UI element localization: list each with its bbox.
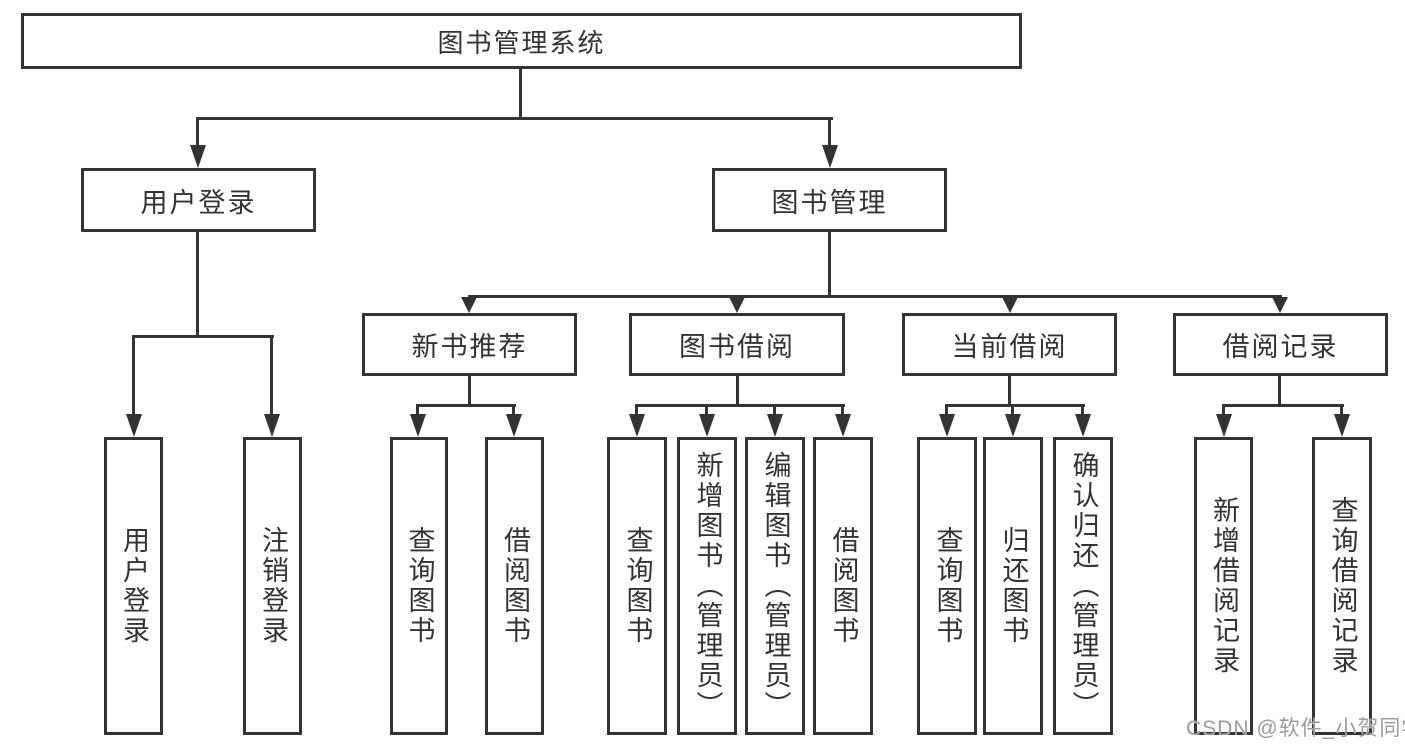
connector-line bbox=[196, 117, 833, 120]
node-borrowing-records-label: 借阅记录 bbox=[1222, 332, 1339, 362]
node-user-login: 用户登录 bbox=[81, 168, 316, 232]
node-logout-label: 注销登录 bbox=[258, 526, 288, 646]
arrowhead-down-icon bbox=[1075, 414, 1091, 437]
connector-line bbox=[1222, 404, 1225, 417]
node-new-book-recommend-label: 新书推荐 bbox=[411, 332, 528, 362]
arrowhead-down-icon bbox=[729, 297, 745, 313]
arrowhead-down-icon bbox=[1002, 297, 1018, 313]
node-add-borrow-record: 新增借阅记录 bbox=[1194, 437, 1253, 735]
connector-line bbox=[132, 335, 135, 416]
connector-line bbox=[945, 404, 1085, 407]
connector-line bbox=[828, 117, 831, 148]
arrowhead-down-icon bbox=[461, 297, 477, 313]
connector-line bbox=[1222, 404, 1344, 407]
connector-line bbox=[416, 404, 419, 417]
connector-line bbox=[841, 404, 844, 417]
node-borrow-books-leaf-label: 借阅图书 bbox=[828, 526, 859, 646]
node-query-books-recommend: 查询图书 bbox=[390, 437, 448, 735]
connector-line bbox=[132, 335, 274, 338]
connector-line bbox=[705, 404, 708, 417]
node-book-management-label: 图书管理 bbox=[771, 187, 888, 218]
connector-line bbox=[828, 232, 831, 298]
connector-line bbox=[519, 68, 522, 119]
node-confirm-return-admin: 确认归还（管理员） bbox=[1053, 437, 1113, 735]
connector-line bbox=[468, 295, 1282, 298]
node-new-book-recommend: 新书推荐 bbox=[362, 313, 577, 376]
node-query-books-current-label: 查询图书 bbox=[932, 526, 963, 646]
node-query-borrow-record-label: 查询借阅记录 bbox=[1327, 496, 1358, 676]
arrowhead-down-icon bbox=[939, 414, 955, 437]
connector-line bbox=[270, 335, 273, 416]
arrowhead-down-icon bbox=[126, 414, 142, 437]
node-borrow-books-leaf: 借阅图书 bbox=[813, 437, 873, 735]
connector-line bbox=[196, 117, 199, 148]
node-book-borrowing: 图书借阅 bbox=[629, 313, 845, 376]
node-book-borrowing-label: 图书借阅 bbox=[679, 332, 795, 362]
arrowhead-down-icon bbox=[1272, 297, 1288, 313]
node-user-login-leaf-label: 用户登录 bbox=[119, 526, 149, 646]
node-add-borrow-record-label: 新增借阅记录 bbox=[1209, 496, 1239, 676]
node-query-books-current: 查询图书 bbox=[917, 437, 977, 735]
node-logout: 注销登录 bbox=[243, 437, 302, 735]
arrowhead-down-icon bbox=[1334, 414, 1350, 437]
arrowhead-down-icon bbox=[699, 414, 715, 437]
node-query-books-recommend-label: 查询图书 bbox=[404, 526, 435, 646]
node-add-books-admin-label: 新增图书（管理员） bbox=[692, 451, 723, 721]
arrowhead-down-icon bbox=[822, 145, 838, 168]
arrowhead-down-icon bbox=[1005, 414, 1021, 437]
connector-line bbox=[196, 232, 199, 338]
node-edit-books-admin-label: 编辑图书（管理员） bbox=[760, 451, 791, 721]
node-return-books-label: 归还图书 bbox=[998, 526, 1029, 646]
node-query-borrow-record: 查询借阅记录 bbox=[1312, 437, 1372, 735]
node-library-system: 图书管理系统 bbox=[21, 13, 1022, 69]
node-return-books: 归还图书 bbox=[983, 437, 1043, 735]
arrowhead-down-icon bbox=[190, 145, 206, 168]
node-library-system-label: 图书管理系统 bbox=[437, 27, 606, 58]
node-book-management: 图书管理 bbox=[712, 168, 947, 232]
connector-line bbox=[416, 404, 516, 407]
node-query-books-borrowing-label: 查询图书 bbox=[622, 526, 653, 646]
connector-line bbox=[635, 404, 638, 417]
arrowhead-down-icon bbox=[1216, 414, 1232, 437]
node-user-login-leaf: 用户登录 bbox=[104, 437, 163, 735]
connector-line bbox=[468, 376, 471, 407]
node-edit-books-admin: 编辑图书（管理员） bbox=[745, 437, 805, 735]
connector-line bbox=[773, 404, 776, 417]
node-add-books-admin: 新增图书（管理员） bbox=[677, 437, 737, 735]
arrowhead-down-icon bbox=[767, 414, 783, 437]
connector-line bbox=[1011, 404, 1014, 417]
connector-line bbox=[945, 404, 948, 417]
connector-line bbox=[1278, 376, 1281, 407]
arrowhead-down-icon bbox=[410, 414, 426, 437]
connector-line bbox=[1340, 404, 1343, 417]
arrowhead-down-icon bbox=[506, 414, 522, 437]
node-user-login-label: 用户登录 bbox=[140, 187, 257, 218]
node-current-borrowing: 当前借阅 bbox=[902, 313, 1117, 376]
connector-line bbox=[1008, 376, 1011, 407]
node-query-books-borrowing: 查询图书 bbox=[607, 437, 667, 735]
connector-line bbox=[736, 376, 739, 407]
connector-line bbox=[1081, 404, 1084, 417]
arrowhead-down-icon bbox=[629, 414, 645, 437]
node-confirm-return-admin-label: 确认归还（管理员） bbox=[1068, 451, 1099, 721]
node-borrowing-records: 借阅记录 bbox=[1173, 313, 1388, 376]
csdn-watermark: CSDN @软件_小贺同学 bbox=[1186, 717, 1405, 740]
connector-line bbox=[512, 404, 515, 417]
node-borrow-books-recommend: 借阅图书 bbox=[485, 437, 544, 735]
arrowhead-down-icon bbox=[835, 414, 851, 437]
node-borrow-books-recommend-label: 借阅图书 bbox=[500, 526, 530, 646]
connector-line bbox=[635, 404, 845, 407]
node-current-borrowing-label: 当前借阅 bbox=[951, 332, 1068, 362]
arrowhead-down-icon bbox=[264, 414, 280, 437]
